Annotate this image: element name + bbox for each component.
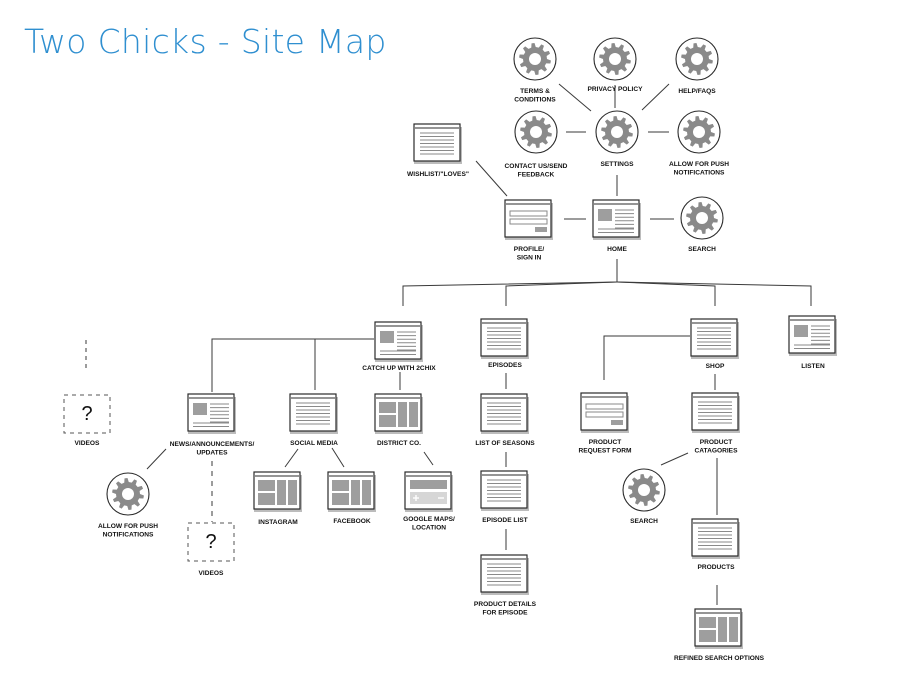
question-icon: ? (63, 394, 111, 434)
node-terms[interactable]: TERMS &CONDITIONS (513, 37, 557, 104)
node-search-shop[interactable]: SEARCH (622, 468, 666, 525)
node-label: INSTAGRAM (258, 519, 298, 526)
form-page-icon (504, 199, 553, 240)
node-label: SETTINGS (601, 161, 635, 168)
node-label: PRIVACY POLICY (587, 86, 643, 93)
node-videos-left[interactable]: ? VIDEOS (63, 394, 111, 447)
node-label: LIST OF SEASONS (475, 440, 535, 447)
gear-icon (677, 110, 721, 154)
node-facebook[interactable]: FACEBOOK (327, 471, 376, 525)
list-page-icon (413, 123, 462, 164)
question-mark: ? (205, 531, 216, 553)
node-privacy[interactable]: PRIVACY POLICY (587, 37, 643, 93)
node-settings[interactable]: SETTINGS (595, 110, 639, 168)
node-shop[interactable]: SHOP (690, 318, 739, 370)
list-page-icon (480, 318, 529, 359)
list-page-icon (480, 393, 529, 434)
node-label: TERMS &CONDITIONS (514, 88, 556, 104)
question-mark: ? (81, 403, 92, 425)
page-title: Two Chicks - Site Map (24, 22, 387, 61)
list-page-icon (691, 392, 740, 433)
node-label: PRODUCTS (698, 564, 736, 571)
node-home[interactable]: HOME (592, 199, 641, 253)
node-label: SEARCH (688, 246, 716, 253)
node-search-top[interactable]: SEARCH (680, 196, 724, 253)
node-label: SHOP (706, 363, 725, 370)
node-episode-list[interactable]: EPISODE LIST (480, 470, 529, 524)
grid-page-icon (694, 608, 743, 649)
list-page-icon (289, 393, 338, 434)
node-catchup[interactable]: CATCH UP WITH 2CHIX (362, 321, 436, 372)
node-news[interactable]: NEWS/ANNOUNCEMENTS/UPDATES (170, 393, 255, 457)
connector-lines (85, 83, 812, 605)
node-label: HOME (607, 246, 627, 253)
node-listen[interactable]: LISTEN (788, 315, 837, 370)
gear-icon (593, 37, 637, 81)
grid-page-icon (374, 393, 423, 434)
list-page-icon (480, 554, 529, 595)
node-seasons[interactable]: LIST OF SEASONS (475, 393, 535, 447)
media-page-icon (592, 199, 641, 240)
node-label: PROFILE/SIGN IN (514, 246, 545, 262)
node-refined[interactable]: REFINED SEARCH OPTIONS (674, 608, 765, 662)
gear-icon (513, 37, 557, 81)
list-page-icon (691, 518, 740, 559)
question-icon: ? (187, 522, 235, 562)
node-label: VIDEOS (75, 440, 101, 447)
node-label: EPISODE LIST (482, 517, 527, 524)
media-page-icon (187, 393, 236, 434)
list-page-icon (690, 318, 739, 359)
node-label: EPISODES (488, 362, 522, 369)
node-label: WISHLIST/"LOVES" (407, 171, 469, 178)
node-instagram[interactable]: INSTAGRAM (253, 471, 302, 526)
node-label: FACEBOOK (333, 518, 371, 525)
gear-icon (675, 37, 719, 81)
gear-icon (514, 110, 558, 154)
node-label: GOOGLE MAPS/LOCATION (403, 516, 455, 532)
node-help[interactable]: HELP/FAQS (675, 37, 719, 95)
node-label: VIDEOS (199, 570, 225, 577)
node-label: HELP/FAQS (678, 88, 716, 95)
form-page-icon (580, 392, 629, 433)
node-episodes[interactable]: EPISODES (480, 318, 529, 369)
gear-icon (106, 472, 150, 516)
node-label: DISTRICT CO. (377, 440, 421, 447)
node-label: REFINED SEARCH OPTIONS (674, 655, 765, 662)
node-label: SOCIAL MEDIA (290, 440, 338, 447)
node-district[interactable]: DISTRICT CO. (374, 393, 423, 447)
node-social[interactable]: SOCIAL MEDIA (289, 393, 338, 447)
gear-icon (622, 468, 666, 512)
node-label: NEWS/ANNOUNCEMENTS/UPDATES (170, 441, 255, 457)
gear-icon (595, 110, 639, 154)
node-wishlist[interactable]: WISHLIST/"LOVES" (407, 123, 469, 178)
node-profile[interactable]: PROFILE/SIGN IN (504, 199, 553, 262)
node-videos-news[interactable]: ? VIDEOS (187, 522, 235, 577)
node-maps[interactable]: GOOGLE MAPS/LOCATION (403, 471, 455, 532)
node-label: CATCH UP WITH 2CHIX (362, 365, 436, 372)
list-page-icon (480, 470, 529, 511)
grid-page-icon (327, 471, 376, 512)
node-label: SEARCH (630, 518, 658, 525)
grid-page-icon (253, 471, 302, 512)
map-page-icon (404, 471, 453, 512)
node-label: LISTEN (801, 363, 825, 370)
media-page-icon (374, 321, 423, 362)
media-page-icon (788, 315, 837, 356)
gear-icon (680, 196, 724, 240)
node-products[interactable]: PRODUCTS (691, 518, 740, 571)
